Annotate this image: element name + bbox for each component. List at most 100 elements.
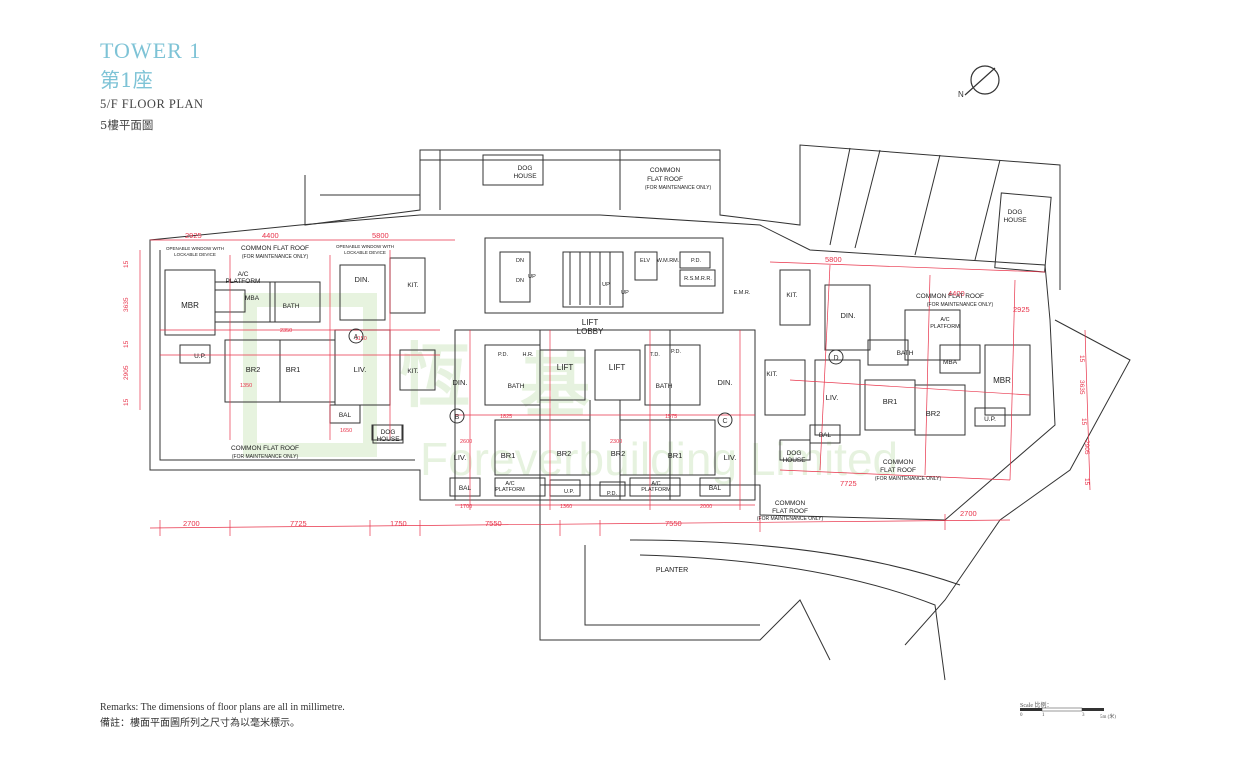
dim-left-4: 2905 <box>123 365 130 380</box>
dim-left-5: 15 <box>123 398 130 406</box>
dim-bottom-2: 7725 <box>290 519 307 528</box>
dim-right-5: 15 <box>1083 478 1090 486</box>
label-bath-d: BATH <box>897 350 914 357</box>
label-lift-1: LIFT <box>557 363 574 372</box>
dim-left-3: 15 <box>123 340 130 348</box>
svg-text:基: 基 <box>520 347 590 425</box>
label-up-3: UP <box>621 290 629 296</box>
plan-subtitle: 5/F FLOOR PLAN <box>100 97 204 111</box>
label-maint-a2: (FOR MAINTENANCE ONLY) <box>232 454 299 460</box>
label-up-a: U.P. <box>194 353 206 360</box>
label-bath-b: BATH <box>508 383 525 390</box>
label-td-c: T.D. <box>650 352 660 358</box>
label-br2-a: BR2 <box>246 365 261 374</box>
label-ac-c: A/C <box>651 481 660 487</box>
label-platform-a: PLATFORM <box>226 278 261 285</box>
scale-label-1: 1 <box>1042 713 1045 718</box>
dim-bottom-4: 7550 <box>485 519 502 528</box>
label-dn-2: DN <box>516 258 524 264</box>
label-dog-house-right-2: HOUSE <box>1003 217 1027 224</box>
label-bal-b: BAL <box>459 485 472 492</box>
label-common-d2: COMMON <box>883 459 914 466</box>
label-lift-lobby-1: LIFT <box>582 318 599 327</box>
flat-d-marker: D <box>833 355 838 362</box>
scale-label-3: 3 <box>1082 713 1085 718</box>
remarks-en: Remarks: The dimensions of floor plans a… <box>100 702 345 713</box>
dim-small: 1350 <box>240 383 252 389</box>
dim-top-left-3: 5800 <box>372 231 389 240</box>
plan-subtitle-zh: 5樓平面圖 <box>100 118 154 132</box>
scale-title: Scale 比例： <box>1020 703 1053 709</box>
flat-a-marker: A <box>354 334 359 341</box>
label-br1-d: BR1 <box>883 397 898 406</box>
label-maint-d: (FOR MAINTENANCE ONLY) <box>927 302 994 308</box>
label-mbr-d: MBR <box>993 376 1011 385</box>
label-mbr-a: MBR <box>181 301 199 310</box>
label-dog-d: DOG <box>787 450 802 457</box>
dim-left-2: 3635 <box>123 297 130 312</box>
dimension-labels-small: 1350 2350 1150 2300 2600 1700 2000 1825 … <box>240 328 712 510</box>
label-dog-house-top: DOG <box>518 165 533 172</box>
scale-bar <box>1020 707 1104 712</box>
label-maint-a: (FOR MAINTENANCE ONLY) <box>242 254 309 260</box>
label-br2-c: BR2 <box>611 449 626 458</box>
flat-b-marker: B <box>455 414 460 421</box>
dim-small: 1650 <box>340 428 352 434</box>
label-ac-a: A/C <box>238 271 249 278</box>
watermark-text: Foreverbuilding Limited <box>420 433 898 485</box>
compass-label: N <box>958 90 964 99</box>
dim-bottom-5: 7550 <box>665 519 682 528</box>
label-up-1: UP <box>528 274 536 280</box>
label-din-c: DIN. <box>718 378 733 387</box>
label-pd-core: P.D. <box>691 258 701 264</box>
label-platform-d: PLATFORM <box>930 324 960 330</box>
dim-small: 1150 <box>355 336 367 342</box>
dim-small: 2300 <box>610 439 622 445</box>
label-up-b: U.P. <box>564 489 574 495</box>
flat-c-marker: C <box>722 418 727 425</box>
label-openable-a2: OPENABLE WINDOW WITH <box>166 246 224 251</box>
label-liv-b: LIV. <box>454 453 467 462</box>
inner-wall <box>159 250 415 461</box>
tower-title-zh: 第1座 <box>100 68 153 92</box>
dim-top-right-1: 5800 <box>825 255 842 264</box>
label-common-roof-d: COMMON FLAT ROOF <box>916 293 984 300</box>
label-house-d: HOUSE <box>782 457 806 464</box>
label-planter: PLANTER <box>656 567 688 574</box>
label-br2-d: BR2 <box>926 409 941 418</box>
label-din-a: DIN. <box>355 275 370 284</box>
label-elv: ELV <box>640 258 650 264</box>
dim-top-left-1: 2925 <box>185 231 202 240</box>
label-mba-d: MBA <box>943 359 958 366</box>
label-bal-c: BAL <box>709 485 722 492</box>
label-pd-b: P.D. <box>498 352 508 358</box>
tower-title: TOWER 1 <box>100 38 202 63</box>
label-hr-b: H.R. <box>523 352 534 358</box>
dim-small: 1825 <box>500 414 512 420</box>
label-emr: E.M.R. <box>734 290 751 296</box>
label-platform-b: PLATFORM <box>495 487 525 493</box>
label-dog-house-top-2: HOUSE <box>513 173 537 180</box>
label-openable-a: OPENABLE WINDOW WITH <box>336 244 394 249</box>
dim-small: 1700 <box>460 504 472 510</box>
label-up-2: UP <box>602 282 610 288</box>
label-liv-a: LIV. <box>354 365 367 374</box>
label-din-b: DIN. <box>453 378 468 387</box>
label-bath-a: BATH <box>283 303 300 310</box>
label-br1-b: BR1 <box>501 451 516 460</box>
label-maint-top: (FOR MAINTENANCE ONLY) <box>645 185 712 191</box>
dim-right-2: 3635 <box>1078 380 1085 395</box>
label-br1-a: BR1 <box>286 365 301 374</box>
label-dog-a: DOG <box>381 429 396 436</box>
dim-bottom-7: 7725 <box>840 479 857 488</box>
north-arrow-icon: N <box>958 65 1000 99</box>
label-kit-a2: KIT. <box>407 368 418 375</box>
scale-label-0: 0 <box>1020 713 1023 718</box>
label-liv-c: LIV. <box>724 453 737 462</box>
label-liv-d: LIV. <box>826 393 839 402</box>
upper-roof-outline <box>304 144 1061 290</box>
remarks-zh: 備註：樓面平面圖所列之尺寸為以毫米標示。 <box>100 718 300 729</box>
label-ac-d: A/C <box>940 317 949 323</box>
label-mba-a: MBA <box>245 295 260 302</box>
